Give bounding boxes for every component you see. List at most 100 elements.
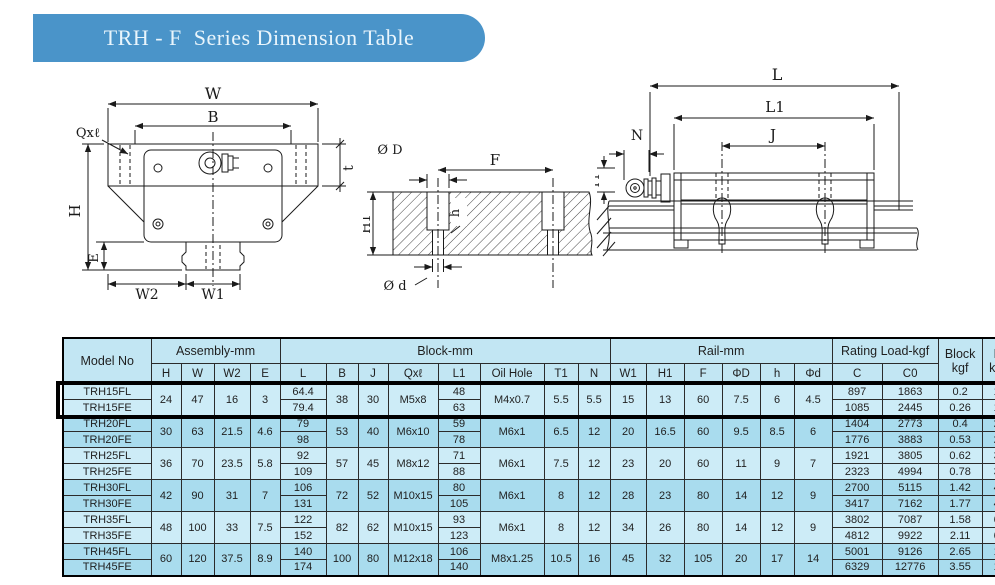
dim-label-t1: T1 <box>595 173 602 189</box>
model-cell: TRH35FL <box>62 511 152 528</box>
title-banner: TRH - F Series Dimension Table <box>33 14 485 62</box>
cell-rail-kgf: 6.27 <box>981 527 995 544</box>
col-H: H <box>150 363 182 384</box>
cell-T1: 8 <box>543 511 579 544</box>
cell-L: 106 <box>279 479 327 496</box>
cell-oil: M6x1 <box>479 479 545 512</box>
cell-T1: 6.5 <box>543 415 579 448</box>
cell-J: 45 <box>357 447 389 480</box>
cell-T1: 8 <box>543 479 579 512</box>
cell-oil: M4x0.7 <box>479 383 545 416</box>
cell-L1: 106 <box>437 543 481 560</box>
cell-E: 7.5 <box>249 511 281 544</box>
dim-label-w: W <box>205 84 222 103</box>
cell-L: 122 <box>279 511 327 528</box>
col-Qxl: Qxℓ <box>387 363 439 384</box>
cell-rail-kgf: 1.32 <box>981 399 995 416</box>
cell-W2: 37.5 <box>213 543 251 576</box>
cell-rail-kgf: 1.32 <box>981 383 995 400</box>
cell-L: 174 <box>279 559 327 576</box>
cell-C0: 4994 <box>881 463 939 480</box>
cell-C0: 12776 <box>881 559 939 576</box>
cell-Q: M10x15 <box>387 479 439 512</box>
cell-block-kgf: 0.78 <box>937 463 983 480</box>
col-W1: W1 <box>609 363 647 384</box>
cell-C0: 1863 <box>881 383 939 400</box>
model-cell: TRH20FL <box>62 415 152 432</box>
cell-C0: 3805 <box>881 447 939 464</box>
cell-H1: 23 <box>645 479 685 512</box>
cell-L1: 123 <box>437 527 481 544</box>
cell-N: 16 <box>577 543 611 576</box>
cell-C: 1921 <box>831 447 883 464</box>
cell-d: 9 <box>793 479 833 512</box>
cell-L: 92 <box>279 447 327 464</box>
cell-Q: M6x10 <box>387 415 439 448</box>
col-E: E <box>249 363 281 384</box>
cell-block-kgf: 0.2 <box>937 383 983 400</box>
cell-L1: 48 <box>437 383 481 400</box>
cell-H: 42 <box>150 479 182 512</box>
cell-Q: M10x15 <box>387 511 439 544</box>
model-cell: TRH15FL <box>62 383 152 400</box>
cell-L1: 59 <box>437 415 481 432</box>
cell-d: 9 <box>793 511 833 544</box>
cell-C: 3417 <box>831 495 883 512</box>
cell-W: 70 <box>180 447 215 480</box>
cell-L: 98 <box>279 431 327 448</box>
cell-L: 79 <box>279 415 327 432</box>
cell-L1: 93 <box>437 511 481 528</box>
rail-weight-line1: Rail <box>994 347 995 361</box>
cell-W2: 31 <box>213 479 251 512</box>
cell-d: 6 <box>793 415 833 448</box>
cell-rail-kgf: 3.17 <box>981 463 995 480</box>
cell-F: 105 <box>683 543 723 576</box>
cell-F: 60 <box>683 383 723 416</box>
dim-label-n: N <box>631 128 643 144</box>
col-phiD: ΦD <box>721 363 761 384</box>
group-block: Block-mm <box>279 337 611 364</box>
cell-h: 12 <box>759 479 795 512</box>
cell-C: 1085 <box>831 399 883 416</box>
group-assembly: Assembly-mm <box>150 337 281 364</box>
cell-C0: 9126 <box>881 543 939 560</box>
cell-oil: M6x1 <box>479 415 545 448</box>
col-H1: H1 <box>645 363 685 384</box>
cell-E: 3 <box>249 383 281 416</box>
dimension-table: Model No Assembly-mm Block-mm Rail-mm Ra… <box>62 337 995 577</box>
cell-C0: 7087 <box>881 511 939 528</box>
cell-rail-kgf: 2.28 <box>981 431 995 448</box>
cell-F: 80 <box>683 511 723 544</box>
dim-label-h-small: h <box>448 208 463 217</box>
block-weight-header: Block kgf <box>937 337 983 384</box>
cell-C: 1404 <box>831 415 883 432</box>
dim-label-w2: W2 <box>135 287 158 303</box>
cell-F: 80 <box>683 479 723 512</box>
cell-C0: 5115 <box>881 479 939 496</box>
cell-C: 6329 <box>831 559 883 576</box>
cell-L: 152 <box>279 527 327 544</box>
cell-rail-kgf: 2.28 <box>981 415 995 432</box>
cell-h: 8.5 <box>759 415 795 448</box>
dim-label-phi-d-small: Ø d <box>383 279 406 294</box>
cell-H: 60 <box>150 543 182 576</box>
col-C0: C0 <box>881 363 939 384</box>
dim-label-phi-d-big: Ø D <box>377 143 402 158</box>
cell-N: 12 <box>577 479 611 512</box>
cell-rail-kgf: 4.54 <box>981 495 995 512</box>
group-rating-load: Rating Load-kgf <box>831 337 939 364</box>
side-view-drawing: L L1 J N T1 <box>595 65 919 257</box>
cell-C: 5001 <box>831 543 883 560</box>
dim-label-t: t <box>341 165 357 171</box>
cell-d: 7 <box>793 447 833 480</box>
cell-H: 36 <box>150 447 182 480</box>
dim-label-b: B <box>207 108 218 126</box>
cell-C: 3802 <box>831 511 883 528</box>
cell-W2: 33 <box>213 511 251 544</box>
cell-C0: 7162 <box>881 495 939 512</box>
cell-E: 8.9 <box>249 543 281 576</box>
